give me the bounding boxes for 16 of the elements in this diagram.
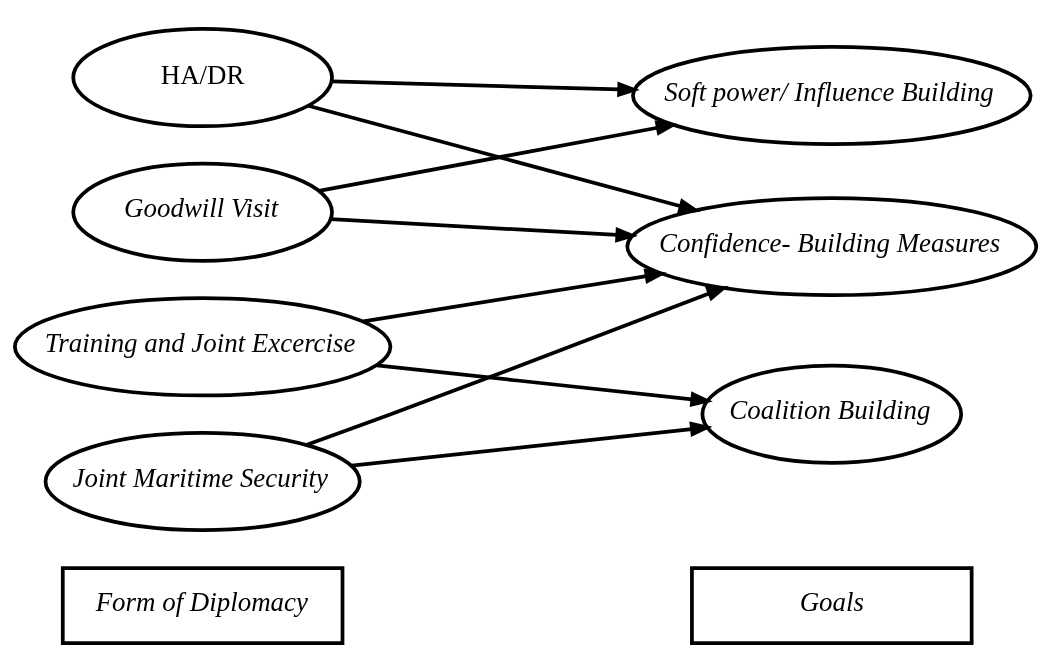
arrow — [363, 268, 667, 323]
node-ellipse: Joint Maritime Security — [43, 430, 362, 532]
arrow — [306, 285, 729, 446]
node-box: Form of Diplomacy — [60, 565, 345, 645]
node-ellipse: Soft power/ Influence Building — [631, 44, 1033, 146]
arrow — [330, 216, 638, 243]
node-box: Goals — [690, 565, 974, 645]
node-ellipse: Training and Joint Excercise — [13, 295, 393, 397]
arrow — [376, 363, 713, 407]
node-ellipse: HA/DR — [71, 26, 334, 128]
arrow — [307, 103, 701, 213]
node-ellipse: Goodwill Visit — [71, 161, 334, 263]
arrow — [331, 78, 640, 97]
arrow — [351, 420, 713, 467]
arrow — [318, 119, 679, 193]
node-ellipse: Coalition Building — [700, 363, 964, 465]
